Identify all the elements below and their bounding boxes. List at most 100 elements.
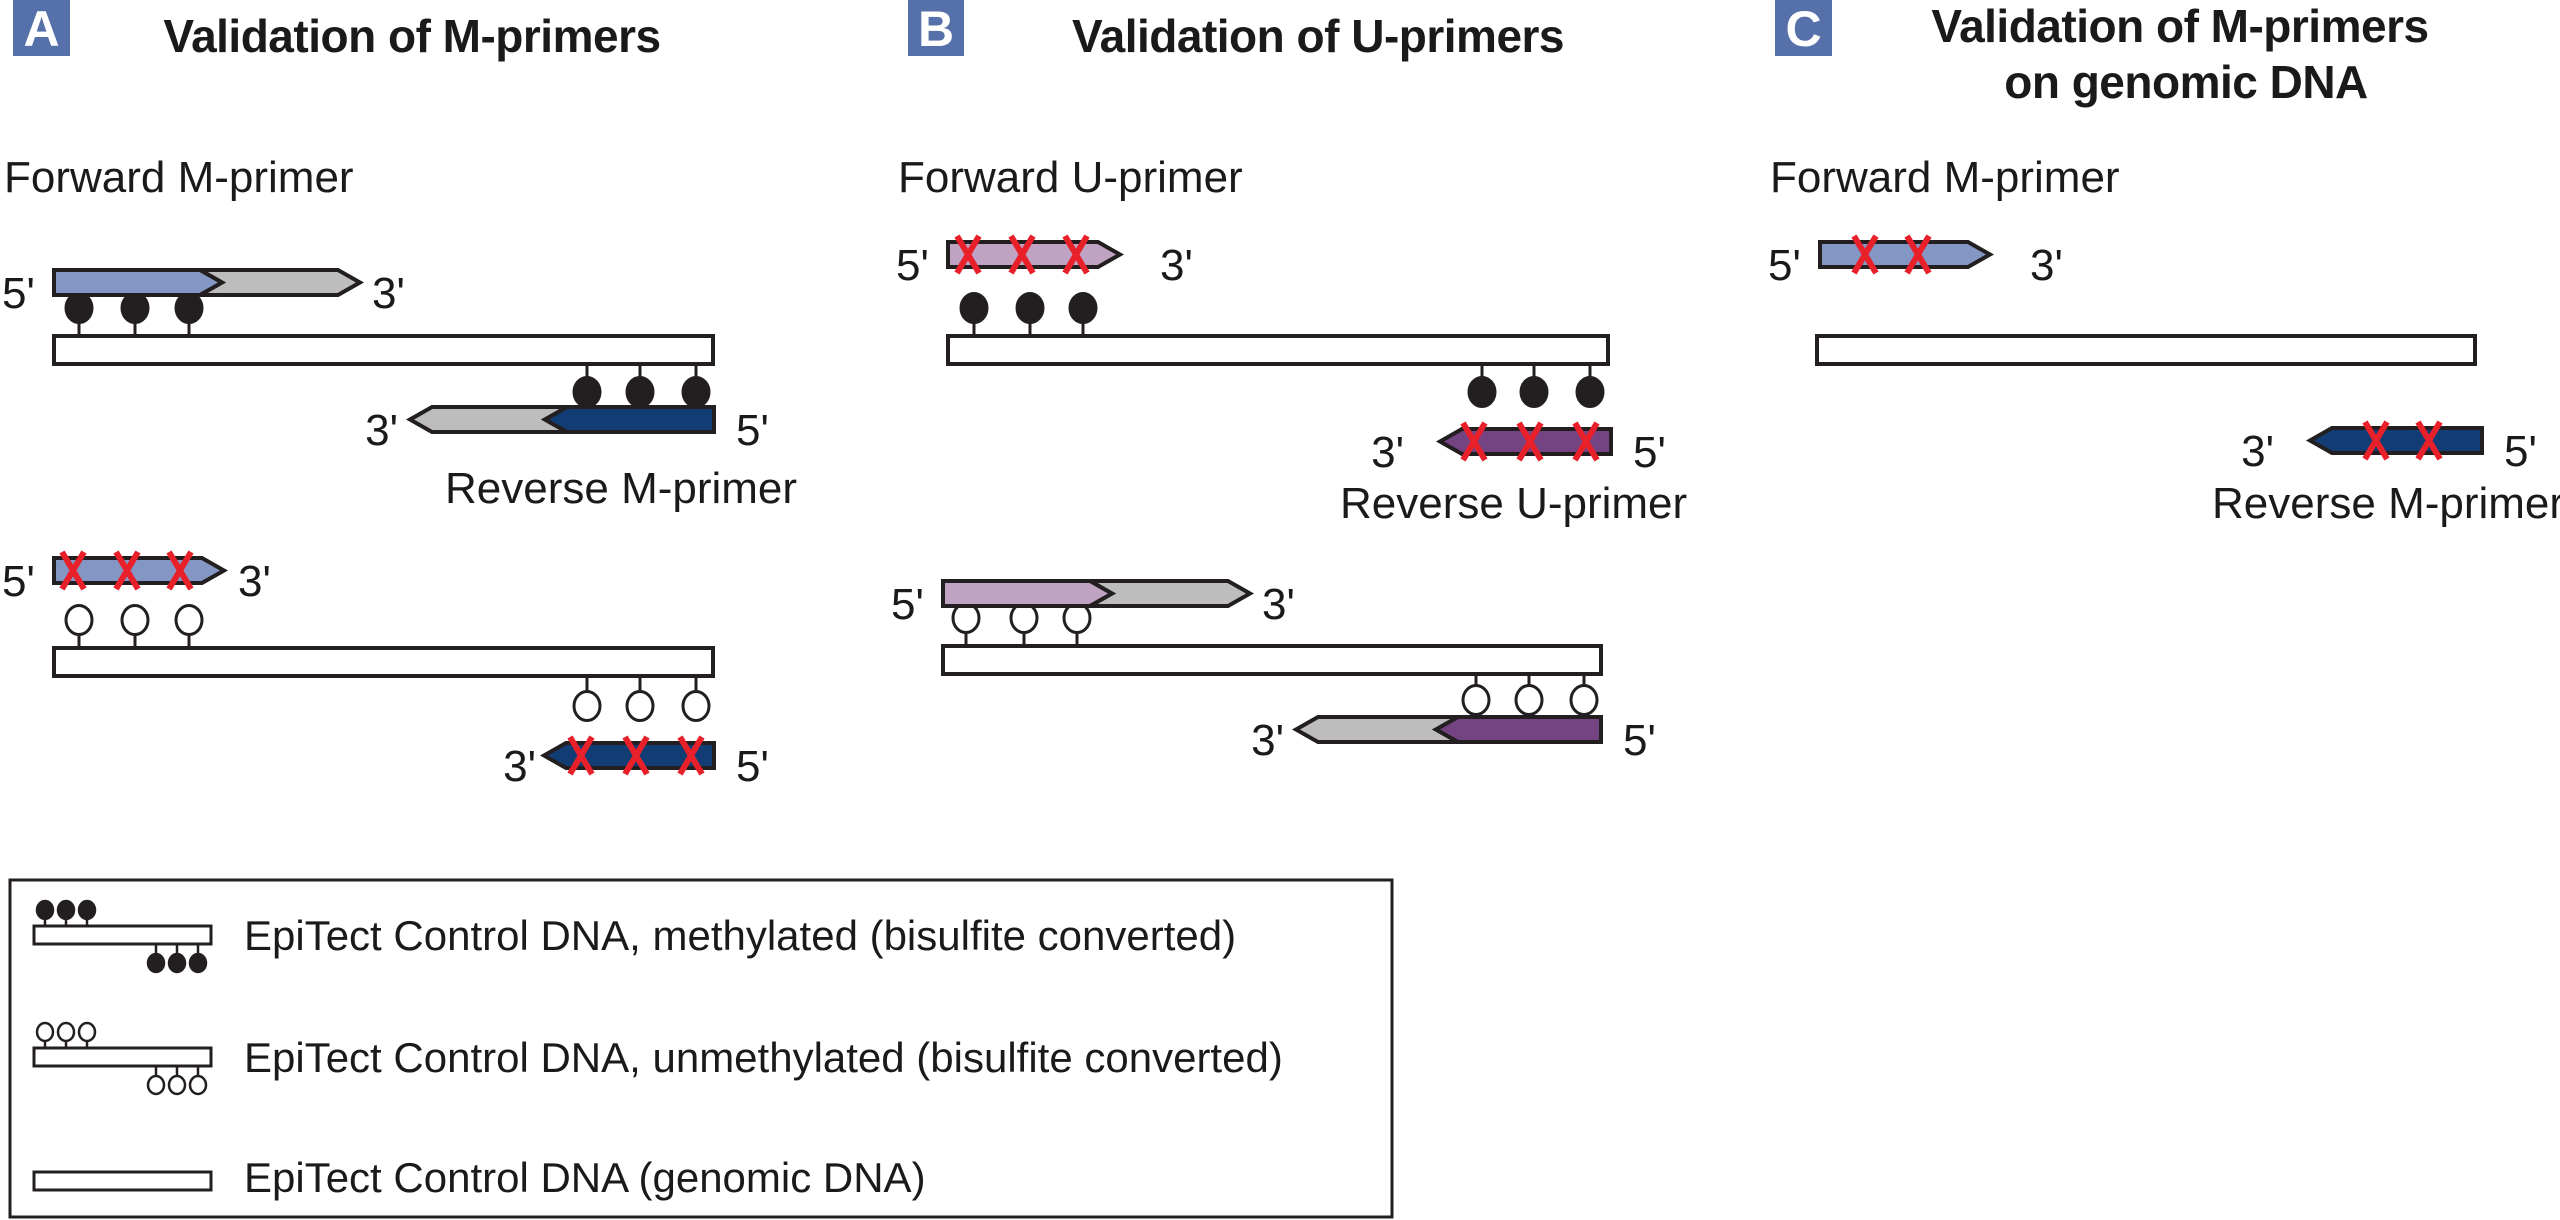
panel-b-methylated-forward-mismatch-icon — [1062, 234, 1090, 275]
panel-a-unmethylated-reverse-5prime-label: 5' — [736, 742, 769, 791]
panel-a-methylated-top-cpg-site — [64, 291, 94, 336]
unmethylated-cpg-icon — [1461, 683, 1491, 717]
panel-b-methylated-top-cpg-site — [1068, 291, 1098, 336]
primer-arrow — [1818, 240, 1995, 269]
mismatch-stroke — [1572, 421, 1600, 462]
panel-b-unmethylated-reverse-3prime-label: 3' — [1251, 716, 1284, 765]
primer-arrow — [540, 405, 716, 434]
methylated-cpg-icon — [56, 899, 76, 921]
mismatch-stroke — [1062, 234, 1090, 275]
legend-dna-icon — [32, 924, 213, 946]
panel-b-unmethylated-forward-3prime-label: 3' — [1262, 580, 1295, 629]
panel-c-title-line-1: Validation of M-primers — [1931, 0, 2428, 52]
panel-b-unmethylated-top-cpg-site — [1062, 601, 1092, 646]
panel-a-unmethylated-bottom-cpg-site — [625, 676, 655, 723]
methylated-cpg-icon — [959, 291, 989, 325]
panel-a-methylated-forward-3prime-label: 3' — [372, 269, 405, 318]
panel-b-unmethylated-top-cpg-site — [1009, 601, 1039, 646]
panel-c-genomic-forward-mismatch-icon — [1851, 234, 1879, 275]
panel-b-unmethylated-bottom-cpg-site — [1569, 674, 1599, 717]
methylated-cpg-icon — [572, 375, 602, 409]
panel-b-methylated-bottom-cpg-site — [1467, 364, 1497, 409]
panel-a-methylated-reverse-5prime-label: 5' — [736, 406, 769, 455]
primer-arrow — [2305, 426, 2484, 455]
panel-a-unmethylated-bottom-cpg-site — [572, 676, 602, 723]
methylated-cpg-icon — [1519, 375, 1549, 409]
panel-b-unmethylated-top-cpg-site — [951, 601, 981, 646]
panel-a-methylated-dna-template — [52, 334, 715, 366]
primer-arrow — [52, 268, 227, 297]
legend-symbol-methylated — [32, 899, 213, 974]
panel-a-methylated-reverse-primer — [405, 405, 716, 434]
unmethylated-cpg-icon — [64, 603, 94, 637]
panel-a-methylated-forward-primer — [52, 268, 365, 297]
panel-b-methylated-reverse-mismatch-icon — [1460, 421, 1488, 462]
panel-c-header: C Validation of M-primers on genomic DNA — [1775, 0, 2429, 108]
mismatch-stroke — [1904, 234, 1932, 275]
panel-a-methylated-forward-5prime-label: 5' — [2, 269, 35, 318]
panel-a-methylated-bottom-cpg-site — [681, 364, 711, 409]
panel-b-header: B Validation of U-primers — [908, 0, 1565, 62]
unmethylated-cpg-icon — [167, 1074, 187, 1096]
unmethylated-cpg-icon — [625, 689, 655, 723]
panel-a-unmethylated-reverse-3prime-label: 3' — [503, 742, 536, 791]
panel-b-unmethylated-forward-5prime-label: 5' — [891, 580, 924, 629]
panel-b-reverse-label: Reverse U-primer — [1340, 479, 1687, 528]
legend-text-methylated: EpiTect Control DNA, methylated (bisulfi… — [244, 912, 1236, 959]
unmethylated-cpg-icon — [174, 603, 204, 637]
mismatch-stroke — [1008, 234, 1036, 275]
panel-a-unmethylated-top-cpg-site — [120, 603, 150, 648]
methylated-cpg-icon — [625, 375, 655, 409]
legend-cpg-bottom — [146, 944, 166, 974]
legend-cpg-top — [35, 899, 55, 926]
methylated-cpg-icon — [681, 375, 711, 409]
panel-a-unmethylated-dna-template — [52, 646, 715, 678]
panel-b-unmethylated-bottom-cpg-site — [1514, 674, 1544, 717]
panel-a-header: A Validation of M-primers — [13, 0, 661, 62]
mismatch-stroke — [1460, 421, 1488, 462]
panel-c-genomic-reverse-mismatch-icon — [2362, 420, 2390, 461]
legend: EpiTect Control DNA, methylated (bisulfi… — [8, 878, 1394, 1219]
panel-a-badge — [13, 0, 70, 56]
panel-c-genomic-reverse-mismatch-icon — [2415, 420, 2443, 461]
panel-c-badge — [1775, 0, 1832, 56]
legend-text-unmethylated: EpiTect Control DNA, unmethylated (bisul… — [244, 1034, 1283, 1081]
mismatch-stroke — [954, 234, 982, 275]
mismatch-stroke — [113, 550, 141, 591]
legend-cpg-bottom — [167, 1066, 187, 1096]
panel-c-genomic-reverse-5prime-label: 5' — [2504, 427, 2537, 476]
legend-symbol-unmethylated — [32, 1021, 213, 1096]
panel-a-methylated-reverse-3prime-label: 3' — [365, 406, 398, 455]
mismatch-stroke — [1516, 421, 1544, 462]
legend-box — [8, 878, 1394, 1219]
primer-arrow — [1431, 715, 1603, 744]
mismatch-stroke — [59, 550, 87, 591]
legend-symbol-genomic — [32, 1170, 213, 1192]
panel-b-unmethylated-reverse-primer — [1291, 715, 1603, 744]
panel-b-methylated-forward-mismatch-icon — [954, 234, 982, 275]
panel-c-genomic-forward-primer — [1818, 240, 1995, 269]
methylated-cpg-icon — [120, 291, 150, 325]
panel-a-unmethylated-reverse-mismatch-icon — [622, 735, 650, 776]
methylated-cpg-icon — [174, 291, 204, 325]
unmethylated-cpg-icon — [56, 1021, 76, 1043]
panel-a-unmethylated-forward-3prime-label: 3' — [238, 557, 271, 606]
methylated-cpg-icon — [188, 952, 208, 974]
mismatch-stroke — [2362, 420, 2390, 461]
methylated-cpg-icon — [77, 899, 97, 921]
primer-arrow — [941, 579, 1117, 608]
legend-dna-icon — [32, 1170, 213, 1192]
panel-b-unmethylated-forward-primer — [941, 579, 1255, 608]
panel-c-title-line-2: on genomic DNA — [2004, 56, 2368, 108]
panel-b-methylated-bottom-cpg-site — [1575, 364, 1605, 409]
diagram-layer: 5'3'3'5'5'3'3'5'5'3'3'5'5'3'3'5'5'3'3'5' — [2, 234, 2537, 791]
panel-b-forward-label: Forward U-primer — [898, 153, 1243, 202]
panel-b-methylated-forward-3prime-label: 3' — [1160, 241, 1193, 290]
unmethylated-cpg-icon — [35, 1021, 55, 1043]
panel-b-methylated-reverse-mismatch-icon — [1516, 421, 1544, 462]
panel-a-methylated-top-cpg-site — [120, 291, 150, 336]
panel-c-genomic-forward-3prime-label: 3' — [2030, 241, 2063, 290]
legend-cpg-top — [35, 1021, 55, 1048]
panel-a-unmethylated-reverse-mismatch-icon — [677, 735, 705, 776]
